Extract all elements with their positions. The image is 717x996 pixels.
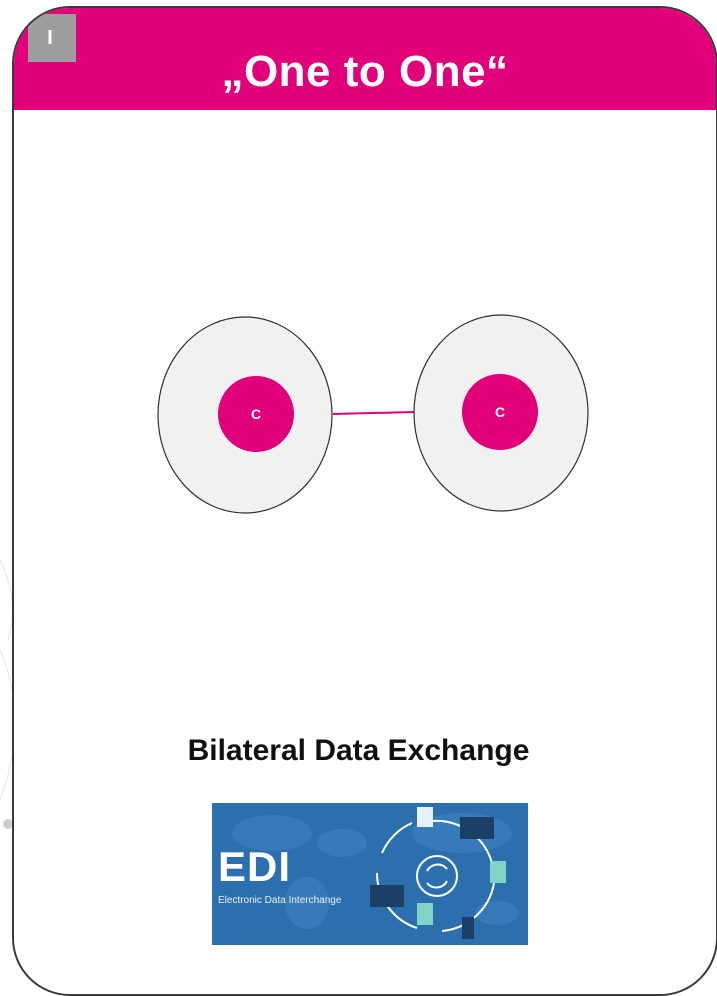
edi-illustration: EDI Electronic Data Interchange bbox=[212, 803, 528, 945]
document-icon bbox=[417, 807, 433, 827]
document-icon bbox=[417, 903, 433, 925]
laptop-icon bbox=[370, 885, 404, 907]
edi-title: EDI bbox=[218, 843, 292, 890]
slide-card: „One to One“ I bbox=[12, 6, 717, 996]
section-marker: I bbox=[28, 14, 76, 62]
edi-world-map-background bbox=[232, 807, 519, 939]
node-right-label: C bbox=[495, 404, 505, 420]
node-left-label: C bbox=[251, 406, 261, 422]
laptop-icon bbox=[460, 817, 494, 839]
edi-subtitle: Electronic Data Interchange bbox=[218, 895, 342, 906]
diagram-caption: Bilateral Data Exchange bbox=[187, 734, 530, 767]
phone-icon bbox=[462, 917, 474, 939]
header-background bbox=[14, 8, 716, 110]
connection-line bbox=[332, 411, 416, 415]
slide-title: „One to One“ bbox=[221, 47, 509, 96]
node-left bbox=[218, 376, 294, 452]
header: „One to One“ bbox=[14, 8, 716, 114]
one-to-one-diagram: C C bbox=[157, 314, 589, 514]
document-icon bbox=[490, 861, 506, 883]
decor-dot bbox=[3, 819, 13, 829]
sync-icon bbox=[416, 855, 458, 897]
node-right bbox=[462, 374, 538, 450]
